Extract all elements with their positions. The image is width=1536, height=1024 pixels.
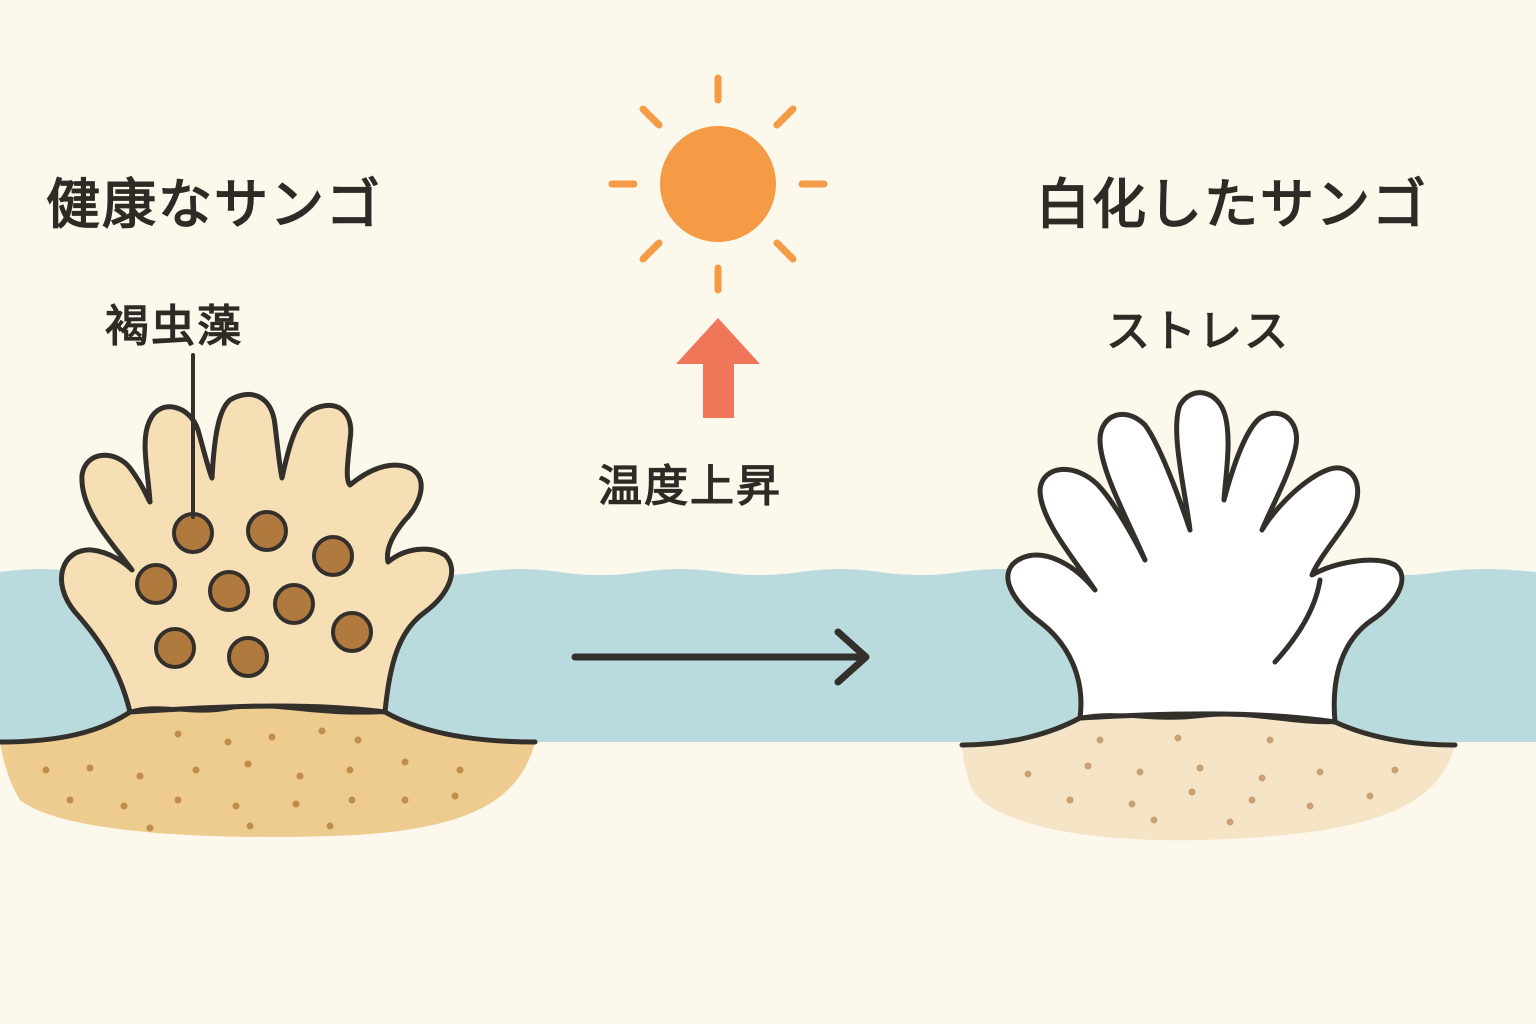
sand-dot — [1366, 792, 1374, 800]
sand-dot — [1066, 796, 1074, 804]
sand-dot — [292, 800, 300, 808]
sand-dot — [1196, 764, 1204, 772]
sand-dot — [318, 727, 326, 735]
sand-dot — [244, 760, 252, 768]
bleached-coral-title: 白化したサンゴ — [1036, 173, 1428, 236]
sun-icon — [608, 74, 828, 294]
zooxanthellae-dot — [312, 535, 354, 577]
zooxanthellae-dot — [227, 636, 269, 678]
sand-dot — [246, 822, 254, 830]
zooxanthellae-label: 褐虫藻 — [105, 301, 243, 352]
bleached-coral — [1005, 390, 1405, 725]
sand-dot — [451, 792, 459, 800]
bleached-coral-base-line — [1078, 712, 1337, 725]
sand-dot — [1266, 736, 1274, 744]
sand-dot — [192, 766, 200, 774]
sand-dot — [1128, 800, 1136, 808]
sand-dot — [1084, 762, 1092, 770]
zooxanthellae-dot — [246, 510, 288, 552]
zooxanthellae-dot — [135, 563, 177, 605]
zooxanthellae-dot — [154, 627, 196, 669]
sand-dot — [232, 802, 240, 810]
sand-dot — [1136, 768, 1144, 776]
zooxanthellae-dots — [135, 510, 373, 678]
healthy-coral-title: 健康なサンゴ — [46, 173, 382, 236]
healthy-sand-dots — [42, 727, 464, 832]
bleached-sand-dots — [1024, 734, 1399, 826]
temperature-rise-label: 温度上昇 — [598, 461, 782, 512]
healthy-seabed-line — [0, 709, 538, 745]
sand-dot — [86, 764, 94, 772]
healthy-coral-base-line — [128, 703, 387, 715]
zooxanthellae-dot — [273, 583, 315, 625]
sand-dot — [1150, 816, 1158, 824]
sand-dot — [354, 736, 362, 744]
sand-dot — [42, 766, 50, 774]
sand-dot — [456, 766, 464, 774]
sand-dot — [401, 758, 409, 766]
zooxanthellae-dot — [172, 512, 214, 554]
sand-dot — [1316, 768, 1324, 776]
sand-dot — [326, 822, 334, 830]
bleached-sand-mound — [962, 713, 1455, 841]
sand-dot — [1024, 770, 1032, 778]
sand-dot — [1174, 734, 1182, 742]
zooxanthellae-dot — [208, 570, 250, 612]
sand-dot — [146, 824, 154, 832]
sand-dot — [174, 730, 182, 738]
sand-dot — [136, 772, 144, 780]
sand-dot — [1226, 818, 1234, 826]
sand-dot — [1391, 766, 1399, 774]
sand-dot — [296, 772, 304, 780]
sand-dot — [346, 766, 354, 774]
bleached-coral-inner-crease — [1272, 577, 1323, 665]
sand-dot — [1248, 796, 1256, 804]
sand-dot — [66, 796, 74, 804]
zooxanthellae-dot — [331, 611, 373, 653]
sand-dot — [120, 802, 128, 810]
sand-dot — [1188, 788, 1196, 796]
sand-dot — [224, 738, 232, 746]
sand-dot — [268, 733, 276, 741]
sand-dot — [1306, 802, 1314, 810]
sand-dot — [1096, 736, 1104, 744]
sand-dot — [348, 796, 356, 804]
stress-label: ストレス — [1106, 306, 1290, 357]
sand-dot — [401, 796, 409, 804]
sand-dot — [174, 796, 182, 804]
bleached-seabed-line — [959, 715, 1458, 748]
sand-dot — [1258, 774, 1266, 782]
up-arrow-icon — [676, 318, 760, 418]
healthy-sand-mound — [0, 706, 535, 837]
right-arrow-icon — [571, 628, 870, 686]
